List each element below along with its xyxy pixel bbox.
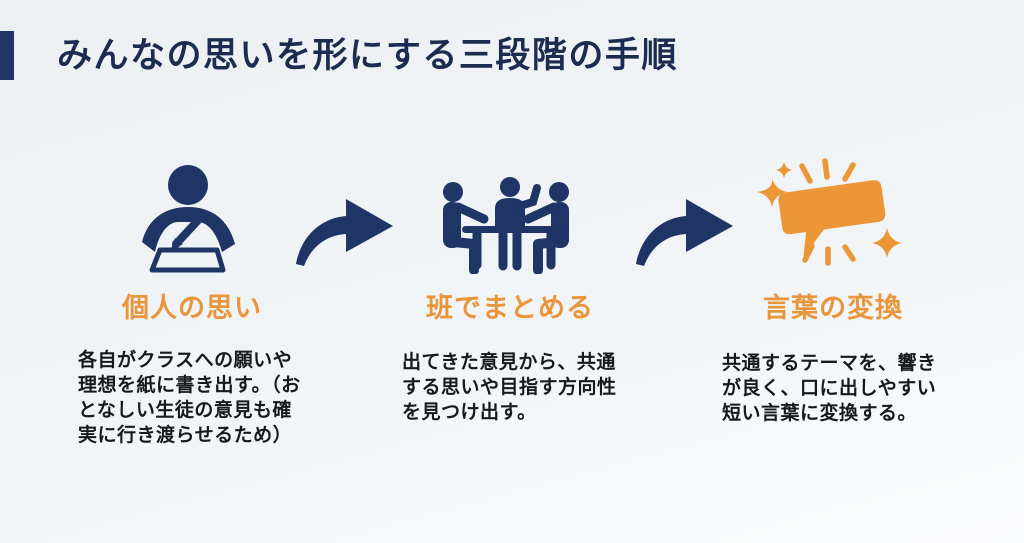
step-3-label: 言葉の変換 (763, 293, 903, 323)
step-2-label: 班でまとめる (426, 293, 594, 323)
title-accent-bar (0, 31, 14, 80)
person-writing-icon (136, 160, 240, 274)
step-2-description: 出てきた意見から、共通 する思いや目指す方向性 を見つけ出す。 (402, 352, 617, 423)
arrow-right-icon (288, 184, 398, 266)
sparkling-speech-bubble-icon (755, 156, 905, 268)
step-1-label: 個人の思い (122, 293, 262, 323)
arrow-right-icon (628, 184, 738, 266)
step-3-description: 共通するテーマを、響き が良く、口に出しやすい 短い言葉に変換する。 (722, 353, 937, 424)
page-title: みんなの思いを形にする三段階の手順 (57, 36, 678, 75)
step-1-description: 各自がクラスへの願いや 理想を紙に書き出す。（お となしい生徒の意見も確 実に行… (78, 350, 301, 446)
group-discussion-icon (432, 174, 580, 274)
